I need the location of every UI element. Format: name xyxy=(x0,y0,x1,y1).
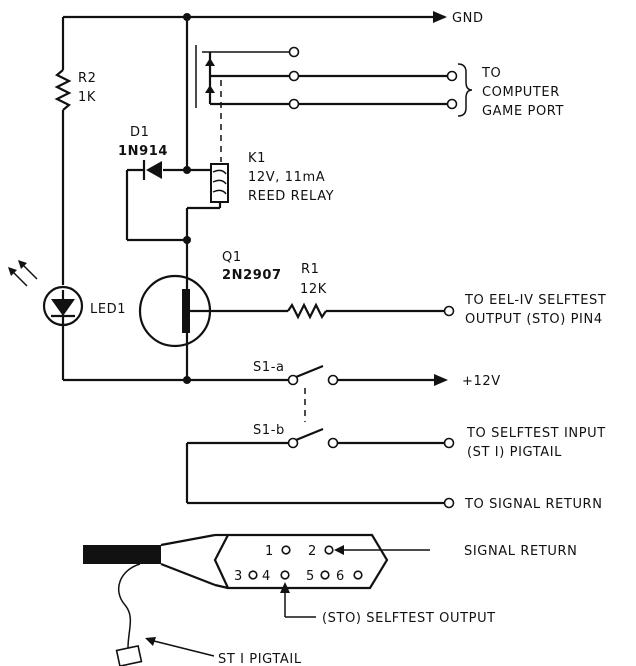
k1-rating: 12V, 11mA xyxy=(248,170,325,185)
k1-type: REED RELAY xyxy=(248,189,334,204)
game-port-label: GAME PORT xyxy=(482,104,564,119)
s1a-label: S1-a xyxy=(253,360,285,375)
eel-line2: OUTPUT (STO) PIN4 xyxy=(465,312,603,327)
st-pigtail-label: ST I PIGTAIL xyxy=(218,652,302,666)
connector-body xyxy=(213,533,389,590)
left-rail xyxy=(8,17,84,380)
computer-label: COMPUTER xyxy=(482,85,560,100)
relay-contacts xyxy=(195,45,473,162)
signal-return-label: SIGNAL RETURN xyxy=(464,544,577,559)
d1-name: D1 xyxy=(130,125,149,140)
st-input-line1: TO SELFTEST INPUT xyxy=(466,426,606,441)
to-computer-label: TO xyxy=(481,66,501,81)
q1-part: 2N2907 xyxy=(222,268,282,283)
game-port-bracket xyxy=(457,63,473,117)
r2-resistor-symbol xyxy=(54,69,72,111)
pin5-label: 5 xyxy=(306,569,315,584)
s1b-switch-blade xyxy=(295,427,324,442)
eel-line1: TO EEL-IV SELFTEST xyxy=(464,293,606,308)
pin2-label: 2 xyxy=(308,544,317,559)
q1-name: Q1 xyxy=(222,250,242,265)
pin1-label: 1 xyxy=(265,544,274,559)
st-pigtail-plug xyxy=(115,644,143,666)
r1-name: R1 xyxy=(301,262,320,277)
gnd-rail xyxy=(63,11,447,23)
sto-output-label: (STO) SELFTEST OUTPUT xyxy=(322,611,496,626)
st-input-line2: (ST I) PIGTAIL xyxy=(467,445,562,460)
gnd-label: GND xyxy=(452,11,484,26)
signal-return-to-label: TO SIGNAL RETURN xyxy=(464,497,603,512)
led-light-arrows-icon xyxy=(8,260,38,287)
r2-value: 1K xyxy=(78,90,96,105)
d1-diode-symbol xyxy=(146,161,162,179)
pin3-label: 3 xyxy=(234,569,243,584)
d1-part: 1N914 xyxy=(118,144,168,159)
s1a-switch-blade xyxy=(295,364,324,379)
connector-drawing: 1 2 3 4 5 6 xyxy=(83,533,430,666)
s1b-label: S1-b xyxy=(253,423,285,438)
s1b-section xyxy=(185,388,455,509)
plus12v-label: +12V xyxy=(462,374,501,389)
pin6-label: 6 xyxy=(336,569,345,584)
led1-label: LED1 xyxy=(90,302,126,317)
r2-name: R2 xyxy=(78,71,97,86)
pin4-label: 4 xyxy=(262,569,271,584)
r1-resistor-symbol xyxy=(287,302,327,320)
r1-value: 12K xyxy=(300,282,327,297)
middle-column xyxy=(125,17,455,380)
connector-cable xyxy=(83,545,161,564)
k1-name: K1 xyxy=(248,151,266,166)
